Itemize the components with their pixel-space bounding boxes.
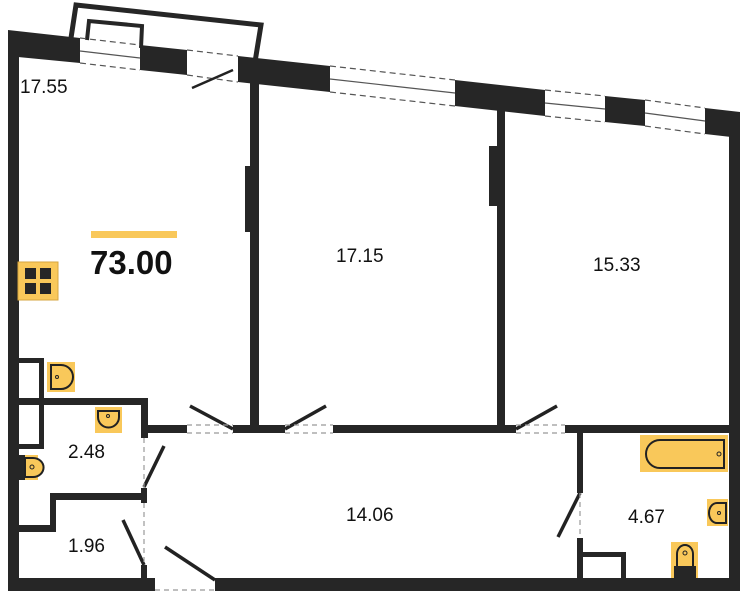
walls xyxy=(8,30,740,591)
door xyxy=(284,404,327,431)
wall-interior xyxy=(577,433,583,493)
wall-segment xyxy=(605,96,645,126)
wall-interior xyxy=(565,425,729,433)
door xyxy=(121,519,146,566)
wall-interior xyxy=(621,552,626,580)
sink-icon xyxy=(95,407,122,433)
room-area-closet: 1.96 xyxy=(68,536,105,557)
wall-interior xyxy=(577,552,625,557)
wall-bottom-left xyxy=(8,578,155,591)
wall-interior xyxy=(489,146,497,206)
doors xyxy=(121,404,582,591)
room-area-living-kitchen: 17.55 xyxy=(20,77,68,98)
wall-interior xyxy=(39,358,44,448)
wall-interior xyxy=(50,493,56,531)
room-area-hallway: 14.06 xyxy=(346,505,394,526)
toilet-icon xyxy=(18,455,45,480)
wall-interior xyxy=(145,425,187,433)
wall-left xyxy=(8,35,19,591)
room-area-bedroom-1: 17.15 xyxy=(336,246,384,267)
door xyxy=(556,492,582,538)
wall-interior xyxy=(141,488,147,503)
wall-interior xyxy=(250,80,259,433)
wall-interior xyxy=(50,493,145,500)
door xyxy=(164,545,216,582)
balcony xyxy=(68,2,264,63)
wall-interior xyxy=(141,398,148,438)
windows xyxy=(79,37,706,135)
wall-interior xyxy=(141,565,147,580)
wall-segment xyxy=(238,56,330,92)
wall-interior xyxy=(18,398,148,405)
room-area-bathroom: 4.67 xyxy=(628,507,665,528)
door xyxy=(515,404,558,431)
wall-interior xyxy=(18,525,56,532)
toilet-icon xyxy=(671,542,698,578)
wall-interior xyxy=(18,444,44,449)
wall-interior xyxy=(333,425,516,433)
wall-bottom-right xyxy=(215,578,740,591)
total-area-accent-bar xyxy=(91,231,177,238)
total-area: 73.00 xyxy=(90,244,173,281)
room-area-bedroom-2: 15.33 xyxy=(593,255,641,276)
stove-icon xyxy=(17,261,59,301)
wall-interior xyxy=(233,425,285,433)
wall-interior xyxy=(245,166,253,232)
wall-interior xyxy=(18,358,42,363)
wall-segment xyxy=(455,80,545,116)
wall-right xyxy=(729,112,740,591)
door xyxy=(142,445,166,488)
wall-interior xyxy=(497,108,505,433)
bathtub-icon xyxy=(640,435,728,472)
wall-segment xyxy=(8,30,80,63)
wall-interior xyxy=(577,538,583,580)
room-area-bathroom-small: 2.48 xyxy=(68,442,105,463)
sink-icon xyxy=(707,499,728,526)
sink-icon xyxy=(47,362,75,392)
wall-segment xyxy=(140,45,187,75)
fixtures xyxy=(17,261,728,578)
